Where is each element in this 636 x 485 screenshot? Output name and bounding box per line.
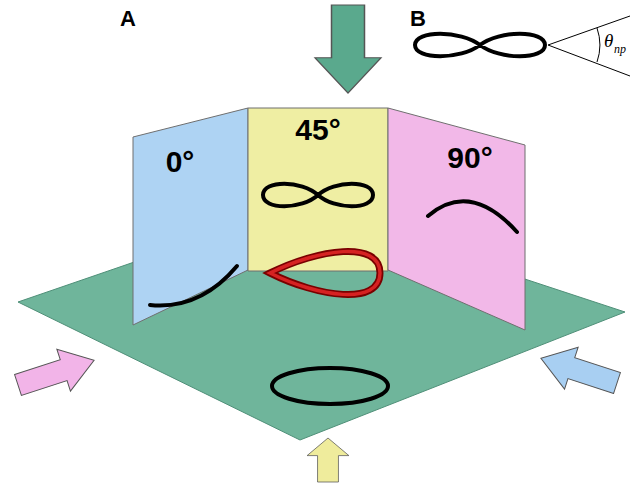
ring-top-view xyxy=(272,368,388,404)
projected-curve xyxy=(270,251,380,294)
projected-curve xyxy=(263,184,373,207)
projection-panel: 90° xyxy=(388,108,525,330)
angle-label: 90° xyxy=(447,143,492,173)
projected-curve xyxy=(428,201,517,232)
projection-panel: 0° xyxy=(133,108,248,325)
panel-letter: A xyxy=(120,8,136,30)
angle-label: 0° xyxy=(166,147,195,177)
angle-subscript: np xyxy=(614,43,626,55)
angle-symbol: θ xyxy=(604,31,613,50)
view-arrow-blue xyxy=(534,337,624,404)
panel-outline xyxy=(133,108,248,325)
angle-line xyxy=(548,16,630,45)
panel-shape xyxy=(388,108,525,330)
panel-outline xyxy=(248,108,388,271)
panel-letter: B xyxy=(410,8,426,30)
angle-arc xyxy=(597,28,600,62)
figure-eight xyxy=(415,34,545,57)
projection-panel: 45° xyxy=(248,108,388,271)
panel-shape xyxy=(133,108,248,325)
panel-outline xyxy=(388,108,525,330)
angle-label: 45° xyxy=(295,115,340,145)
view-arrow-top xyxy=(315,5,381,93)
view-arrow-yellow xyxy=(307,438,349,482)
projected-curve xyxy=(270,251,380,294)
projected-curve xyxy=(150,266,237,306)
view-arrow-pink xyxy=(11,339,101,406)
